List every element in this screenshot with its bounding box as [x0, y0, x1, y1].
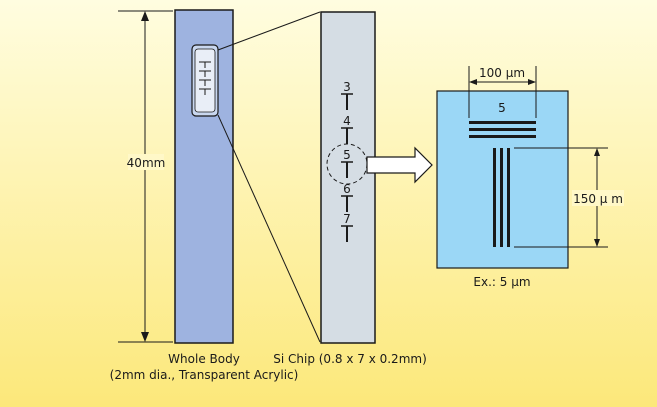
- whole-body-subcaption: (2mm dia., Transparent Acrylic): [110, 368, 299, 382]
- height-label-bg: [572, 190, 624, 206]
- chip-marker-4: 4: [343, 114, 351, 128]
- example-label: Ex.: 5 µm: [473, 275, 530, 289]
- width-dimension: [468, 66, 537, 118]
- length-label: 40mm: [127, 156, 166, 170]
- chip-marker-list: [341, 93, 353, 242]
- chip-marker-5: 5: [343, 148, 351, 162]
- body-chip-ticks: [199, 61, 211, 95]
- chip-marker-6: 6: [343, 182, 351, 196]
- zoom-marker-label: 5: [498, 101, 506, 115]
- length-dimension: [118, 10, 173, 343]
- height-dimension-label: 150 µ m: [573, 192, 623, 206]
- whole-body: [174, 9, 234, 344]
- vertical-lines: [493, 148, 510, 247]
- chip-marker-3: 3: [343, 80, 351, 94]
- si-chip-caption: Si Chip (0.8 x 7 x 0.2mm): [273, 352, 427, 366]
- block-arrow-right-icon: [366, 146, 433, 184]
- zoom-lines-body-to-chip: [217, 11, 321, 343]
- horizontal-lines: [469, 121, 536, 138]
- chip-marker-7: 7: [343, 212, 351, 226]
- length-label-bg: [128, 154, 164, 170]
- width-dimension-label: 100 µm: [479, 66, 525, 80]
- whole-body-caption: Whole Body: [168, 352, 240, 366]
